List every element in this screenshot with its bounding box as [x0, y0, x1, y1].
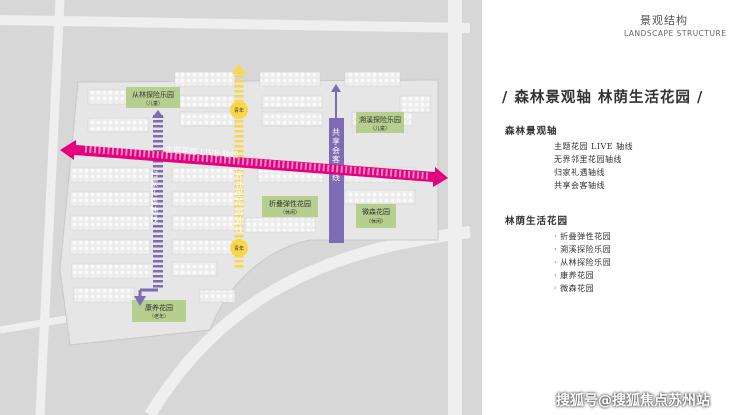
svg-text:（休闲）: （休闲）: [280, 209, 300, 216]
garden-item-creek: · 溯溪探险乐园: [554, 245, 612, 254]
share-axis-label: 共享会客轴线: [332, 128, 341, 182]
home-axis: 归家礼遇轴线: [134, 110, 164, 306]
garden-forest-adventure[interactable]: 从林探险乐园 （儿童）: [126, 87, 180, 108]
page-title: 景观结构: [640, 14, 688, 27]
axis-item-home: 归家礼遇轴线: [554, 168, 605, 177]
garden-micro-forest[interactable]: 微森花园 （休闲）: [356, 204, 396, 228]
share-axis: 共享会客轴线: [329, 84, 344, 243]
svg-text:（老年）: （老年）: [149, 313, 169, 320]
garden-item-forest: · 从林探险乐园: [554, 258, 612, 267]
garden-folding-elastic[interactable]: 折叠弹性花园 （休闲）: [262, 196, 318, 217]
page-subtitle: LANDSCAPE STRUCTURE: [624, 29, 727, 38]
watermark: 搜狐号@搜狐焦点苏州站: [556, 393, 710, 409]
svg-text:微森花园: 微森花园: [362, 207, 390, 216]
axis-section-title: 森林景观轴: [505, 126, 558, 137]
garden-wellness[interactable]: 康养花园 （老年）: [132, 300, 186, 322]
svg-text:（儿童）: （儿童）: [370, 125, 390, 132]
home-axis-label: 归家礼遇轴线: [150, 169, 159, 224]
garden-item-micro: · 微森花园: [554, 284, 595, 293]
axis-item-share: 共享会客轴线: [554, 181, 605, 190]
svg-text:从林探险乐园: 从林探险乐园: [132, 90, 174, 99]
garden-item-wellness: · 康养花园: [554, 271, 595, 280]
svg-text:康养花园: 康养花园: [145, 303, 173, 312]
axis-item-live: 主题花园 LIVE 轴线: [554, 142, 634, 151]
neighbor-axis: 青年 青年 无界邻里花园轴线: [230, 64, 248, 270]
garden-section-title: 林荫生活花园: [505, 216, 569, 227]
panel-headline: / 森林景观轴 林荫生活花园 /: [502, 89, 704, 106]
node-top-label: 青年: [234, 107, 244, 114]
garden-item-folding: · 折叠弹性花园: [554, 232, 612, 241]
neighbor-axis-label: 无界邻里花园轴线: [235, 162, 244, 234]
svg-text:（休闲）: （休闲）: [366, 218, 386, 225]
node-bottom-label: 青年: [234, 245, 244, 252]
svg-text:（儿童）: （儿童）: [143, 100, 163, 107]
garden-creek-adventure[interactable]: 溯溪探险乐园 （儿童）: [356, 112, 404, 133]
svg-text:溯溪探险乐园: 溯溪探险乐园: [359, 115, 401, 124]
svg-text:折叠弹性花园: 折叠弹性花园: [269, 199, 311, 208]
axis-item-neighbor: 无界邻里花园轴线: [554, 155, 622, 164]
